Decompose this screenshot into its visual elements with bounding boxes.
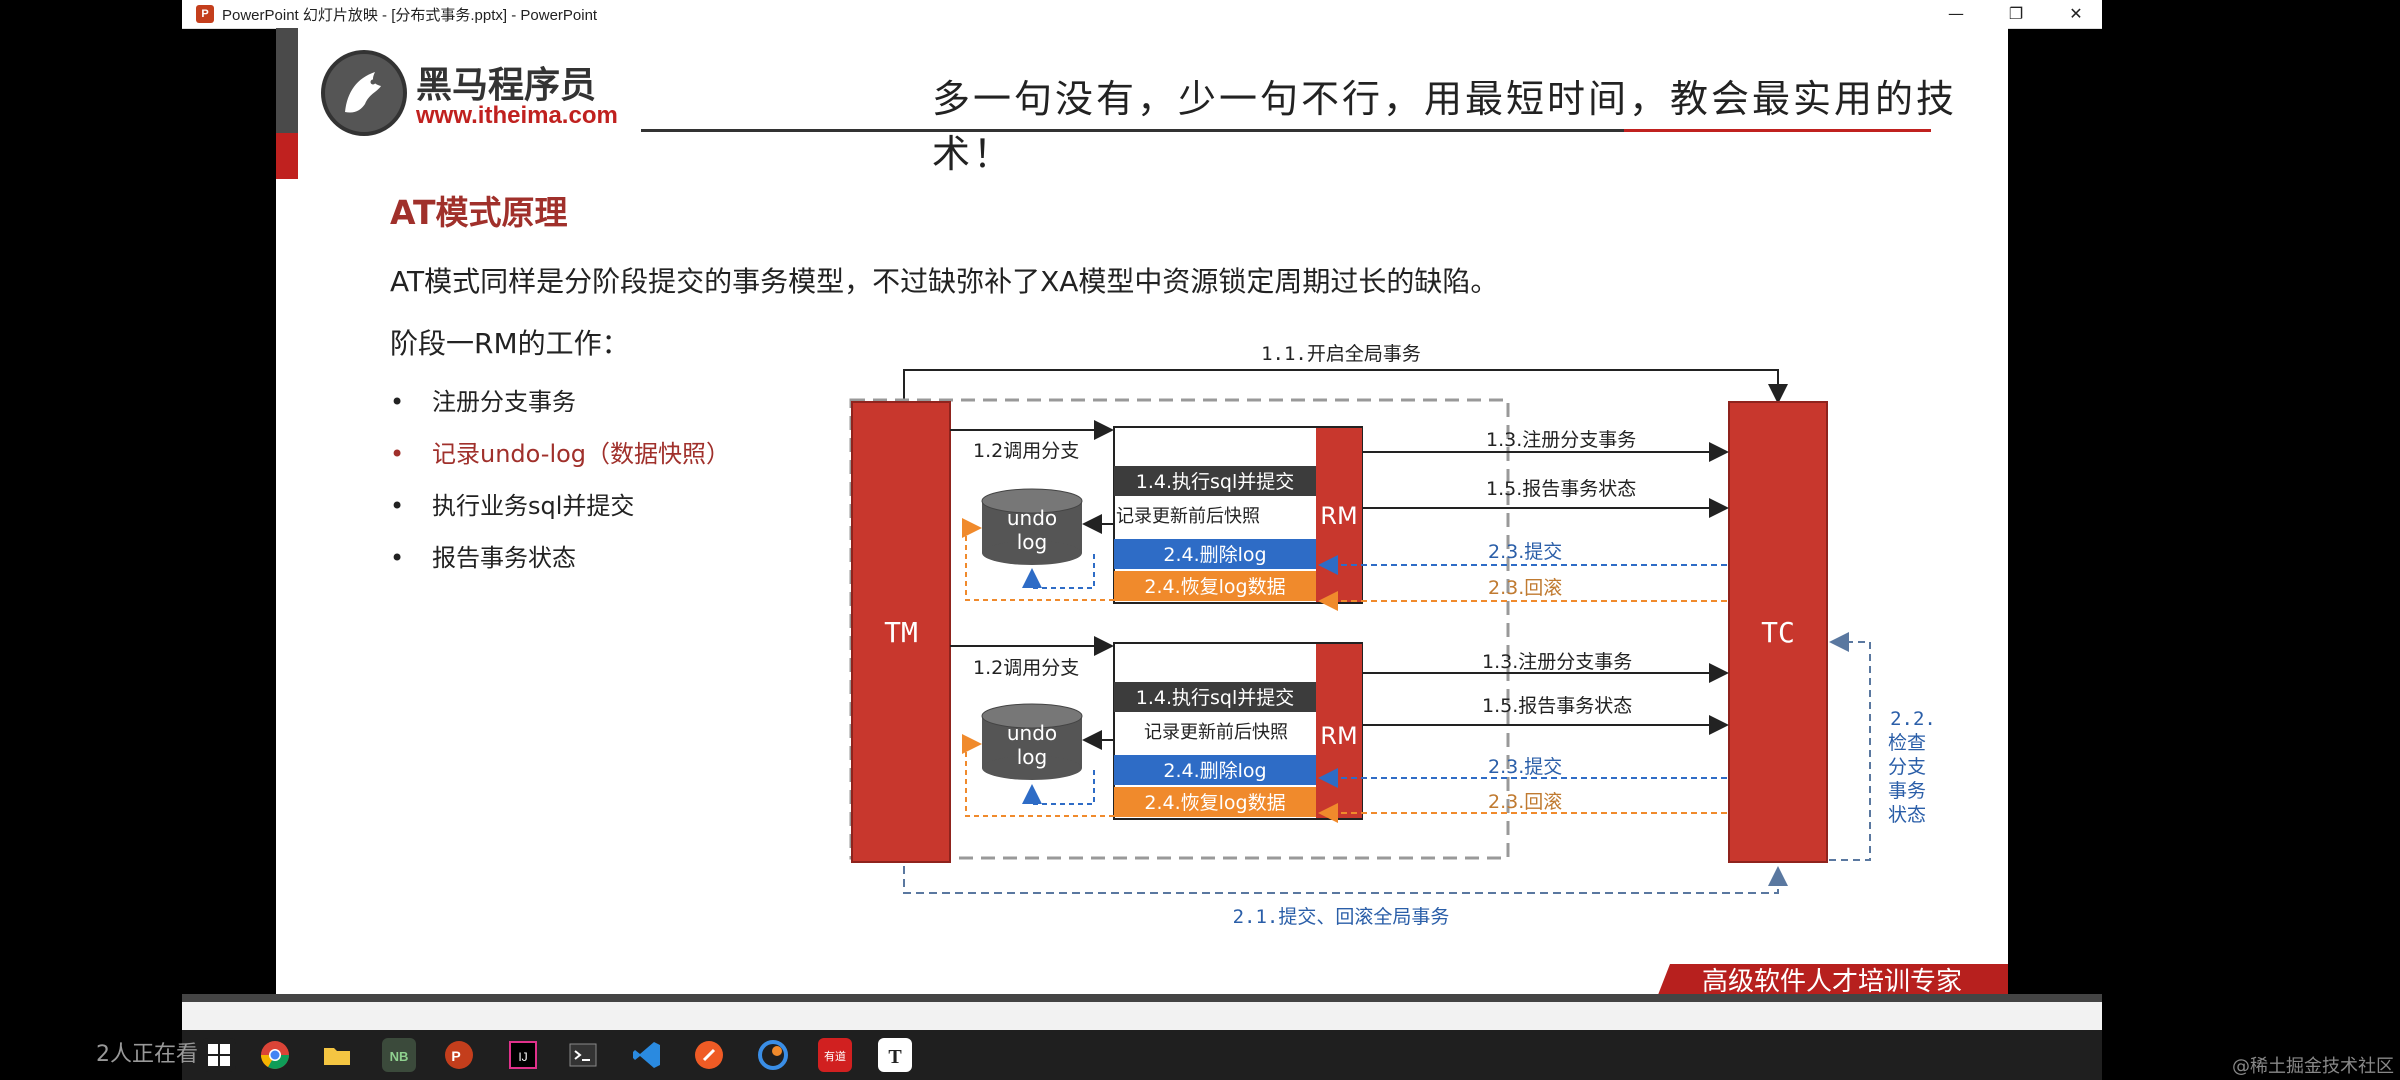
windows-start-icon[interactable] — [202, 1038, 236, 1072]
tc-box: TC — [1728, 401, 1828, 863]
bullet-item: •报告事务状态 — [390, 544, 576, 572]
bullet-item: •记录undo-log（数据快照） — [390, 440, 731, 468]
browser-icon[interactable] — [756, 1038, 790, 1072]
bullet-item: •注册分支事务 — [390, 388, 576, 416]
branch-group: 1.2调用分支 1.4.执行sql并提交 记录更新前后快照 2.4.删除log … — [950, 636, 1729, 823]
check-label-line: 状态 — [1888, 804, 1926, 826]
bullet-text: 注册分支事务 — [432, 388, 576, 416]
window-title: PowerPoint 幻灯片放映 - [分布式事务.pptx] - PowerP… — [222, 6, 598, 24]
commit-label: 2.3.提交 — [1488, 541, 1562, 563]
window-titlebar: P PowerPoint 幻灯片放映 - [分布式事务.pptx] - Powe… — [182, 0, 2102, 29]
bullet-text: 报告事务状态 — [432, 544, 576, 572]
slide-slogan: 多一句没有，少一句不行，用最短时间，教会最实用的技术！ — [932, 77, 1958, 176]
close-button[interactable]: ✕ — [2069, 4, 2083, 23]
snapshot-label: 记录更新前后快照 — [1116, 506, 1260, 527]
slogan-underline — [641, 129, 1931, 132]
exec-sql-label: 1.4.执行sql并提交 — [1136, 687, 1295, 709]
at-mode-diagram: 1.1.开启全局事务 2.1.提交、回滚全局事务 TM TC 2.2. 检查 分… — [849, 343, 1936, 928]
svg-text:P: P — [451, 1048, 460, 1064]
call-branch-label: 1.2调用分支 — [973, 657, 1079, 679]
terminal-icon[interactable] — [566, 1038, 600, 1072]
powerpoint-app-icon: P — [196, 5, 214, 23]
begin-global-transaction-arrow: 1.1.开启全局事务 — [903, 343, 1788, 404]
undo-log-database-icon: undo log — [981, 703, 1083, 780]
rm-label: RM — [1320, 722, 1357, 750]
bullet-text: 记录undo-log（数据快照） — [432, 440, 731, 468]
tm-box: TM — [851, 401, 951, 863]
call-branch-label: 1.2调用分支 — [973, 440, 1079, 462]
jetbrains-icon[interactable]: IJ — [506, 1038, 540, 1072]
transaction-boundary — [849, 398, 1510, 860]
rm-label: RM — [1320, 502, 1357, 530]
check-label-line: 检查 — [1888, 732, 1926, 754]
branch-group: 1.2调用分支 1.4.执行sql并提交 记录更新前后快照 2.4.删除log … — [950, 420, 1729, 611]
tm-label: TM — [884, 616, 918, 649]
snapshot-label: 记录更新前后快照 — [1144, 722, 1288, 743]
slide-heading: AT模式原理 — [390, 193, 568, 232]
vscode-icon[interactable] — [630, 1038, 664, 1072]
register-branch-label: 1.3.注册分支事务 — [1486, 429, 1636, 451]
maximize-button[interactable]: ❐ — [2008, 4, 2024, 23]
undo-label: undo — [1007, 721, 1057, 745]
file-explorer-icon[interactable] — [320, 1038, 354, 1072]
commit-label: 2.3.提交 — [1488, 756, 1562, 778]
rollback-label: 2.3.回滚 — [1488, 577, 1562, 599]
bullet-item: •执行业务sql并提交 — [390, 492, 635, 520]
slogan-underline-accent — [1624, 129, 1931, 132]
check-branch-status-arrow: 2.2. 检查 分支 事务 状态 — [1829, 632, 1936, 861]
slide-left-accent — [276, 133, 298, 179]
log-label: log — [1017, 745, 1048, 769]
powerpoint-icon[interactable]: P — [442, 1038, 476, 1072]
bottom-arrow-label: 2.1.提交、回滚全局事务 — [1233, 906, 1450, 928]
delete-log-label: 2.4.删除log — [1163, 544, 1266, 566]
svg-text:T: T — [888, 1046, 902, 1068]
slide-bottom-strip — [182, 994, 2102, 1002]
slide-canvas: 黑马程序员 www.itheima.com 多一句没有，少一句不行，用最短时间，… — [276, 28, 2008, 994]
slide-intro: AT模式同样是分阶段提交的事务模型，不过缺弥补了XA模型中资源锁定周期过长的缺陷… — [390, 265, 1499, 298]
svg-text:NB: NB — [390, 1049, 409, 1064]
horse-logo-icon — [321, 50, 407, 136]
postman-icon[interactable] — [692, 1038, 726, 1072]
typora-icon[interactable]: T — [878, 1038, 912, 1072]
rollback-label: 2.3.回滚 — [1488, 791, 1562, 813]
check-label-line: 事务 — [1888, 780, 1926, 802]
notebook-icon[interactable]: NB — [382, 1038, 416, 1072]
phase-title: 阶段一RM的工作： — [390, 327, 630, 360]
restore-log-label: 2.4.恢复log数据 — [1144, 792, 1285, 814]
undo-log-database-icon: undo log — [981, 488, 1083, 565]
watermark: @稀土掘金技术社区 — [2232, 1056, 2394, 1077]
undo-label: undo — [1007, 506, 1057, 530]
report-status-label: 1.5.报告事务状态 — [1482, 695, 1632, 717]
slide-left-bar — [276, 28, 298, 133]
top-arrow-label: 1.1.开启全局事务 — [1261, 343, 1421, 365]
check-label-line: 分支 — [1888, 756, 1926, 778]
chrome-icon[interactable] — [258, 1038, 292, 1072]
slideshow-statusbar — [182, 1002, 2102, 1030]
check-label-line: 2.2. — [1890, 708, 1936, 730]
logo-url: www.itheima.com — [416, 102, 618, 129]
windows-taskbar — [182, 1030, 2102, 1080]
logo-name: 黑马程序员 — [416, 65, 597, 106]
register-branch-label: 1.3.注册分支事务 — [1482, 651, 1632, 673]
log-label: log — [1017, 530, 1048, 554]
minimize-button[interactable]: — — [1948, 4, 1964, 23]
restore-log-label: 2.4.恢复log数据 — [1144, 576, 1285, 598]
report-status-label: 1.5.报告事务状态 — [1486, 478, 1636, 500]
svg-text:有道: 有道 — [824, 1049, 846, 1063]
delete-log-label: 2.4.删除log — [1163, 760, 1266, 782]
footer-banner: 高级软件人才培训专家 — [1656, 964, 2008, 994]
youdao-icon[interactable]: 有道 — [818, 1038, 852, 1072]
viewer-count: 2人正在看 — [96, 1042, 198, 1067]
commit-rollback-global-arrow: 2.1.提交、回滚全局事务 — [903, 866, 1788, 928]
svg-text:IJ: IJ — [518, 1050, 527, 1064]
exec-sql-label: 1.4.执行sql并提交 — [1136, 471, 1295, 493]
bullet-text: 执行业务sql并提交 — [432, 492, 635, 520]
tc-label: TC — [1761, 616, 1795, 649]
